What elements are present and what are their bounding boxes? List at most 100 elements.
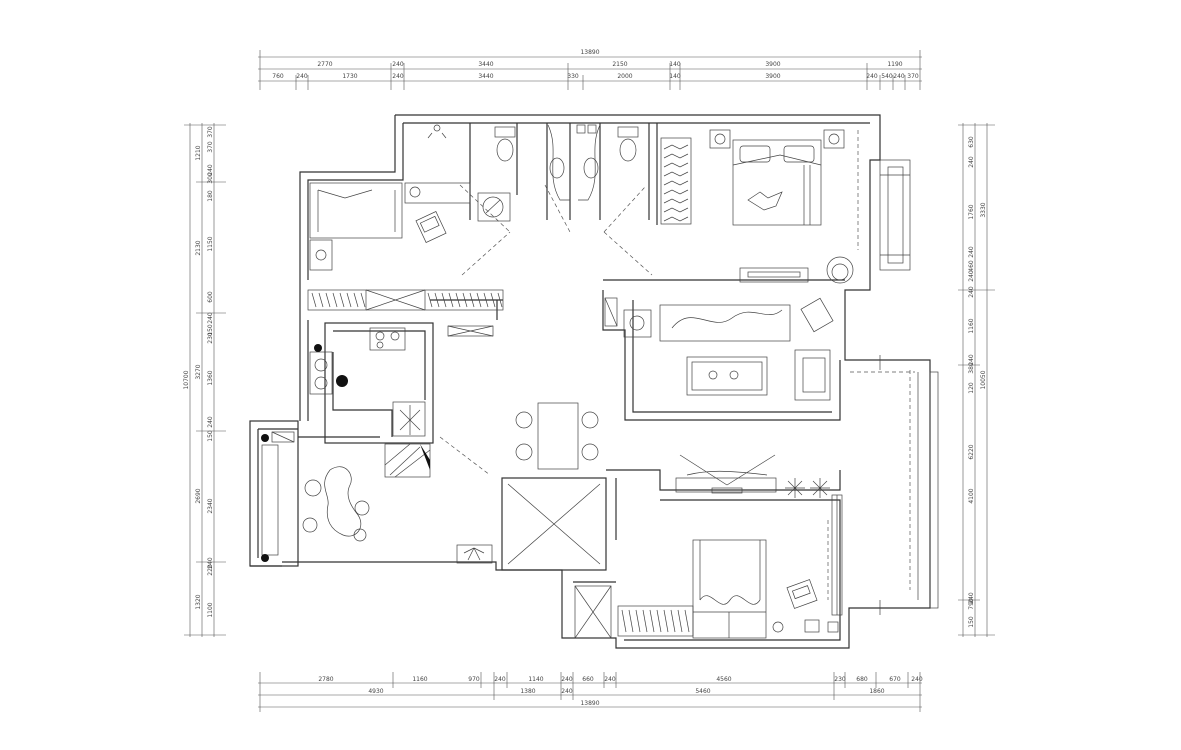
dim-label: 4100: [968, 488, 975, 503]
dim-label: 240: [296, 73, 308, 80]
dim-label: 3900: [765, 73, 780, 80]
sink-left: [547, 124, 570, 201]
radiator-fin: [663, 198, 689, 204]
coffee-table: [686, 356, 768, 396]
sofa-living: [623, 297, 834, 342]
dim-label: 240: [561, 676, 573, 683]
tv-cabinet-lower: [675, 454, 777, 494]
dim-label: 3440: [478, 61, 493, 68]
hanger-mark: [469, 292, 475, 308]
dim-label: 670: [889, 676, 901, 683]
hanger-mark: [684, 609, 690, 633]
dim-label: 240: [968, 354, 975, 366]
dim-label: 1860: [869, 688, 884, 695]
dim-label: 1150: [207, 236, 214, 251]
dim-label: 330: [567, 73, 579, 80]
hanger-mark: [318, 292, 324, 308]
dining-table: [515, 402, 599, 470]
dim-label: 1380: [520, 688, 535, 695]
hanger-mark: [663, 609, 669, 633]
void-shaft: [507, 483, 612, 639]
armchair-living: [794, 349, 831, 401]
hanger-mark: [353, 292, 359, 308]
dim-label: 1160: [968, 318, 975, 333]
dim-label: 240: [207, 557, 214, 569]
dim-label: 4930: [368, 688, 383, 695]
dimension-top: 13890 2770 240 3440 2150 140 3900 1190 760 240 1…: [258, 49, 922, 90]
washing-machine: [477, 192, 511, 222]
side-cabinet-living: [604, 297, 618, 327]
dim-label: 3270: [195, 364, 202, 379]
dim-label: 180: [207, 190, 214, 202]
dim-label: 970: [468, 676, 480, 683]
dim-label: 150: [207, 430, 214, 442]
bay-window-left: [261, 431, 295, 562]
dim-label: 370: [207, 141, 214, 153]
dim-label: 380: [968, 362, 975, 374]
dim-label: 1140: [528, 676, 543, 683]
plants-lower: [785, 478, 830, 498]
plant-study: [456, 544, 493, 564]
dim-label: 240: [561, 688, 573, 695]
armchair-master: [826, 256, 854, 284]
dim-label: 300: [207, 172, 214, 184]
stove: [369, 327, 406, 351]
bed-master: [732, 139, 822, 226]
hanger-mark: [441, 292, 447, 308]
hanger-mark: [677, 609, 683, 633]
radiator: [660, 137, 692, 225]
dim-label: 140: [669, 61, 681, 68]
dim-label: 240: [494, 676, 506, 683]
dim-label: 460: [968, 260, 975, 272]
dim-label: 5460: [695, 688, 710, 695]
nightstand-left-master: [709, 129, 731, 149]
dim-label: 240: [392, 61, 404, 68]
dim-label: 240: [968, 156, 975, 168]
dim-top-total: 13890: [580, 49, 599, 56]
hanger-mark: [490, 292, 496, 308]
radiator-fin: [663, 216, 689, 222]
dim-label: 2150: [612, 61, 627, 68]
dim-label: 10050: [980, 370, 987, 389]
fridge: [392, 401, 426, 437]
dim-label: 1760: [968, 204, 975, 219]
dim-label: 760: [272, 73, 284, 80]
chair-small-bedroom: [415, 211, 447, 243]
dim-label: 230: [207, 332, 214, 344]
bed-small-bedroom: [309, 182, 471, 271]
hanger-mark: [360, 292, 366, 308]
hanger-mark: [462, 292, 468, 308]
hanger-mark: [455, 292, 461, 308]
dim-label: 3900: [765, 61, 780, 68]
chair-lower-bedroom: [772, 579, 839, 633]
radiator-fin: [663, 189, 689, 195]
dim-bottom-total: 13890: [580, 700, 599, 707]
dim-label: 150: [207, 324, 214, 336]
dim-label: 1360: [207, 370, 214, 385]
hanger-mark: [346, 292, 352, 308]
radiator-fin: [663, 180, 689, 186]
hanger-mark: [427, 292, 433, 308]
dim-label: 2690: [195, 488, 202, 503]
dim-label: 240: [968, 270, 975, 282]
shower-light: [427, 124, 447, 139]
dim-label: 1100: [207, 602, 214, 617]
radiator-fin: [663, 171, 689, 177]
dim-label: 230: [834, 676, 846, 683]
dim-label: 3330: [980, 202, 987, 217]
dim-label: 240: [866, 73, 878, 80]
dim-label: 6220: [968, 444, 975, 459]
dim-label: 630: [968, 136, 975, 148]
dim-label: 1190: [887, 61, 902, 68]
dim-label: 240: [604, 676, 616, 683]
hanger-mark: [497, 292, 503, 308]
hanger-mark: [483, 292, 489, 308]
dim-label: 3440: [478, 73, 493, 80]
dim-label: 2770: [317, 61, 332, 68]
dim-label: 2130: [195, 240, 202, 255]
dim-label: 140: [669, 73, 681, 80]
toilet-left: [494, 126, 516, 162]
radiator-frame: [660, 137, 692, 225]
dim-label: 240: [207, 164, 214, 176]
dim-label: 1320: [195, 594, 202, 609]
